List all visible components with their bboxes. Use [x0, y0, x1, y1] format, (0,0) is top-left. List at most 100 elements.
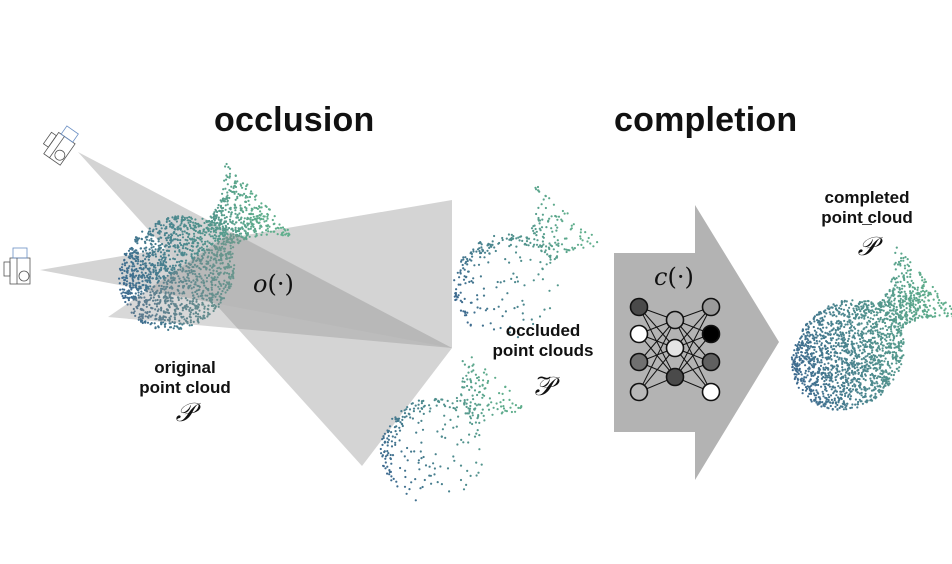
cloud-point [852, 317, 856, 320]
cloud-point [178, 249, 181, 252]
cloud-point [888, 335, 891, 338]
cloud-point [536, 185, 540, 189]
cloud-point [872, 310, 876, 314]
cloud-point [159, 269, 162, 272]
cloud-point [852, 357, 856, 360]
cloud-point [816, 391, 819, 394]
cloud-point [172, 232, 175, 235]
cloud-point [414, 404, 417, 407]
cloud-point [280, 232, 284, 235]
cloud-point [159, 276, 162, 279]
cloud-point [532, 229, 535, 232]
cloud-point [884, 325, 887, 328]
cloud-point [228, 275, 231, 278]
cloud-point [825, 378, 828, 381]
cloud-point [801, 329, 804, 333]
cloud-point [191, 308, 194, 311]
cloud-point [453, 407, 457, 410]
cloud-point [506, 292, 509, 295]
cloud-point [882, 309, 885, 312]
cloud-point [183, 278, 186, 281]
cloud-point [515, 245, 518, 248]
cloud-point [834, 341, 838, 344]
cloud-point [167, 291, 170, 294]
cloud-point [266, 217, 269, 220]
cloud-point [154, 242, 157, 246]
cloud-point [247, 228, 250, 231]
cloud-point [508, 398, 511, 401]
cloud-point [249, 213, 252, 216]
cloud-point [905, 307, 908, 310]
cloud-point [894, 319, 898, 322]
cloud-point [491, 240, 494, 243]
cloud-point [243, 217, 246, 220]
cloud-point [459, 399, 462, 402]
cloud-point [234, 231, 238, 234]
cloud-point [225, 226, 228, 229]
cloud-point [502, 398, 505, 402]
cloud-point [799, 357, 803, 360]
cloud-point [221, 192, 224, 195]
cloud-point [563, 212, 566, 215]
cloud-point [839, 331, 842, 334]
cloud-point [420, 407, 423, 410]
cloud-point [806, 353, 810, 356]
cloud-point [163, 251, 166, 254]
cloud-point [835, 367, 839, 370]
cloud-point [218, 246, 221, 249]
cloud-point [154, 222, 157, 226]
cloud-point [185, 265, 188, 268]
cloud-point [179, 268, 182, 271]
cloud-point [162, 275, 165, 278]
cloud-point [226, 222, 229, 225]
cloud-point [134, 295, 137, 298]
cloud-point [144, 311, 147, 314]
cloud-point [180, 315, 183, 318]
cloud-point [126, 269, 129, 272]
cloud-point [129, 275, 132, 278]
cloud-point [258, 227, 261, 230]
cloud-point [178, 322, 181, 325]
cloud-point [476, 417, 479, 420]
cloud-point [220, 292, 223, 296]
cloud-point [403, 485, 407, 488]
cloud-point [218, 254, 222, 257]
cloud-point [850, 359, 854, 362]
cloud-point [856, 332, 859, 335]
cloud-point [521, 312, 524, 315]
cloud-point [561, 220, 564, 223]
cloud-point [514, 404, 518, 407]
cloud-point [248, 195, 252, 199]
cloud-point [182, 276, 185, 279]
cloud-point [203, 249, 206, 252]
cloud-point [202, 243, 205, 246]
cloud-point [836, 352, 839, 355]
cloud-point [236, 238, 239, 241]
cloud-point [225, 174, 228, 177]
cloud-point [177, 307, 180, 310]
cloud-point [486, 404, 489, 407]
cloud-point [813, 342, 816, 345]
cloud-point [246, 232, 249, 235]
cloud-point [864, 379, 867, 382]
cloud-point [245, 209, 248, 212]
cloud-point [934, 312, 937, 315]
cloud-point [223, 179, 226, 182]
cloud-point [542, 233, 546, 236]
cloud-point [272, 223, 275, 226]
cloud-point [517, 236, 520, 239]
cloud-point [921, 289, 925, 292]
cloud-point [471, 422, 474, 426]
cloud-point [800, 361, 803, 364]
cloud-point [803, 383, 806, 386]
cloud-point [232, 246, 235, 249]
cloud-point [806, 334, 809, 337]
cloud-point [816, 358, 819, 361]
cloud-point [529, 241, 532, 244]
cloud-point [512, 272, 515, 275]
cloud-point [165, 225, 168, 228]
cloud-point [187, 262, 190, 265]
cloud-point [256, 215, 259, 218]
cloud-point [465, 314, 468, 317]
